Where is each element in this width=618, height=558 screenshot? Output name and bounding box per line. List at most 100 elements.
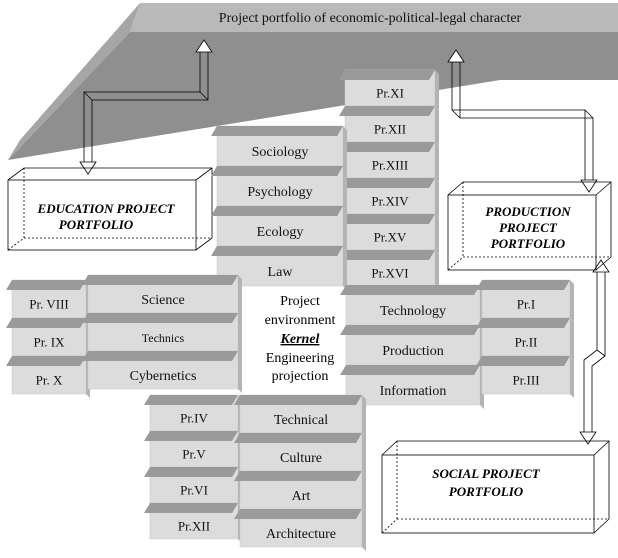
block-top-discipline-1: Sociology bbox=[211, 125, 347, 170]
banner-front-face bbox=[8, 32, 618, 160]
social-portfolio-box: SOCIAL PROJECT PORTFOLIO bbox=[381, 440, 610, 534]
block-side bbox=[362, 395, 366, 437]
block-bottom-discipline-3: Art bbox=[234, 470, 366, 513]
block-bevel bbox=[82, 313, 238, 323]
block-bottom-discipline-1: Technical bbox=[234, 394, 366, 437]
block-left-project-1: Pr. VIII bbox=[6, 279, 90, 322]
block-label: Law bbox=[268, 265, 294, 280]
block-label: Pr.XII bbox=[178, 519, 210, 534]
block-bevel bbox=[234, 509, 362, 519]
production-portfolio-line-2: PROJECT bbox=[499, 220, 558, 235]
block-bottom-project-1: Pr.IV bbox=[144, 394, 242, 435]
block-top-project-6: Pr.XVI bbox=[339, 249, 439, 290]
education-portfolio-line-1: EDUCATION PROJECT bbox=[37, 201, 176, 216]
banner-top-face bbox=[130, 3, 618, 32]
social-portfolio-line-2: PORTFOLIO bbox=[449, 484, 524, 499]
block-label: Ecology bbox=[257, 225, 304, 240]
top-banner: Project portfolio of economic-political-… bbox=[8, 3, 618, 160]
block-side bbox=[435, 142, 439, 182]
block-label: Pr. X bbox=[36, 373, 63, 388]
block-label: Art bbox=[292, 489, 311, 504]
block-top-discipline-3: Ecology bbox=[211, 205, 347, 250]
block-label: Science bbox=[141, 293, 185, 308]
block-label: Pr.V bbox=[182, 447, 206, 462]
block-right-project-3: Pr.III bbox=[476, 355, 574, 398]
block-label: Psychology bbox=[247, 185, 312, 200]
block-top-project-1: Pr.XI bbox=[339, 69, 439, 110]
block-side bbox=[435, 178, 439, 218]
block-side bbox=[238, 313, 242, 355]
block-left-discipline-3: Cybernetics bbox=[82, 350, 242, 393]
block-label: Pr.III bbox=[512, 373, 539, 388]
block-side bbox=[362, 509, 366, 551]
block-side bbox=[435, 70, 439, 110]
block-bevel bbox=[234, 395, 362, 405]
project-blocks: Pr.XIPr.XIIPr.XIIIPr.XIVPr.XVPr.XVISocio… bbox=[6, 69, 574, 551]
block-top-discipline-2: Psychology bbox=[211, 165, 347, 210]
block-label: Information bbox=[380, 384, 447, 399]
block-label: Sociology bbox=[252, 145, 309, 160]
kernel-word: Kernel bbox=[280, 332, 320, 347]
production-portfolio-line-1: PRODUCTION bbox=[485, 204, 571, 219]
block-bottom-project-3: Pr.VI bbox=[144, 466, 242, 507]
block-bevel bbox=[476, 356, 570, 366]
block-top-discipline-4: Law bbox=[211, 245, 347, 290]
block-label: Pr.VI bbox=[180, 483, 208, 498]
arrow-down-icon bbox=[579, 431, 597, 445]
block-bevel bbox=[340, 325, 480, 335]
block-label: Pr.I bbox=[517, 297, 535, 312]
education-portfolio-box: EDUCATION PROJECT PORTFOLIO bbox=[7, 167, 213, 251]
block-bevel bbox=[339, 250, 435, 260]
block-bevel bbox=[211, 126, 343, 136]
block-right-project-1: Pr.I bbox=[476, 279, 574, 322]
block-label: Production bbox=[382, 344, 443, 359]
block-bevel bbox=[144, 467, 238, 477]
block-label: Pr.XI bbox=[376, 86, 404, 101]
block-bevel bbox=[340, 365, 480, 375]
block-bevel bbox=[144, 503, 238, 513]
block-bevel bbox=[82, 275, 238, 285]
block-side bbox=[238, 275, 242, 317]
block-side bbox=[435, 250, 439, 290]
block-side bbox=[435, 106, 439, 146]
block-right-project-2: Pr.II bbox=[476, 317, 574, 360]
arrow-up-icon bbox=[447, 49, 465, 63]
banner-left-edge bbox=[8, 3, 140, 160]
block-label: Pr. VIII bbox=[29, 297, 68, 312]
block-label: Technical bbox=[274, 413, 328, 428]
banner-title: Project portfolio of economic-political-… bbox=[219, 11, 522, 26]
block-bevel bbox=[339, 214, 435, 224]
block-side bbox=[238, 351, 242, 393]
kernel-line-5: projection bbox=[272, 369, 329, 384]
block-bevel bbox=[339, 106, 435, 116]
education-portfolio-line-2: PORTFOLIO bbox=[59, 217, 134, 232]
kernel-line-4: Engineering bbox=[266, 351, 334, 366]
block-label: Pr.IV bbox=[180, 411, 208, 426]
block-label: Pr.XVI bbox=[371, 266, 408, 281]
block-label: Pr. IX bbox=[33, 335, 65, 350]
block-label: Pr.II bbox=[515, 335, 538, 350]
block-bevel bbox=[339, 70, 435, 80]
block-label: Architecture bbox=[266, 527, 336, 542]
block-bevel bbox=[211, 166, 343, 176]
block-bevel bbox=[82, 351, 238, 361]
block-side bbox=[362, 471, 366, 513]
block-label: Pr.XV bbox=[374, 230, 407, 245]
block-side bbox=[343, 126, 347, 170]
block-bevel bbox=[6, 356, 86, 366]
kernel-area: Project environment Kernel Engineering p… bbox=[265, 294, 336, 384]
block-bevel bbox=[476, 280, 570, 290]
kernel-line-1: Project bbox=[280, 294, 320, 309]
wire-connector-production bbox=[447, 49, 598, 193]
block-bevel bbox=[234, 433, 362, 443]
block-side bbox=[570, 356, 574, 398]
block-side bbox=[570, 318, 574, 360]
block-left-project-2: Pr. IX bbox=[6, 317, 90, 360]
arrow-up-icon bbox=[195, 39, 213, 53]
block-bottom-discipline-4: Architecture bbox=[234, 508, 366, 551]
block-right-discipline-2: Production bbox=[340, 324, 484, 369]
block-label: Pr.XIV bbox=[371, 194, 409, 209]
block-bevel bbox=[6, 318, 86, 328]
block-bevel bbox=[340, 285, 480, 295]
